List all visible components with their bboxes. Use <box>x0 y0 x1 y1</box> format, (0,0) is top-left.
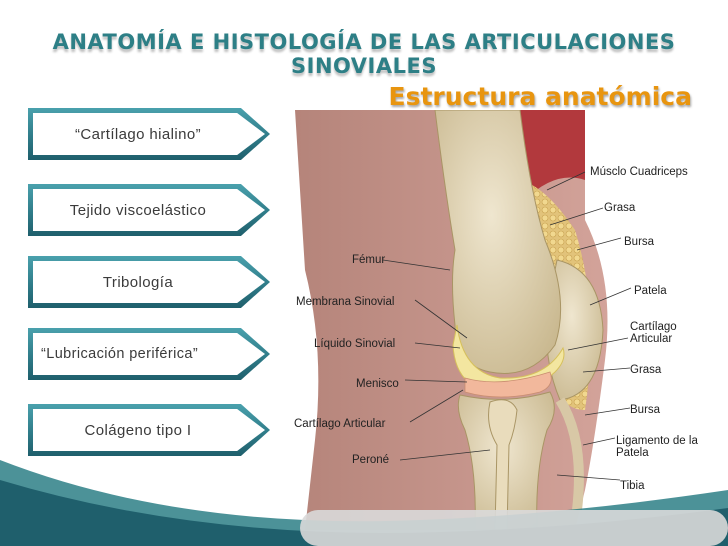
concept-arrow-peripheral-lubrication[interactable]: “Lubricación periférica” <box>28 328 270 380</box>
label-articular-cartilage-right: Cartílago Articular <box>630 321 677 345</box>
label-bursa-upper: Bursa <box>624 236 655 248</box>
label-articular-cartilage-left: Cartílago Articular <box>294 418 386 430</box>
label-synovial-fluid: Líquido Sinovial <box>314 338 396 350</box>
label-femur: Fémur <box>352 254 386 266</box>
concept-label: “Lubricación periférica” <box>33 333 265 375</box>
label-patella: Patela <box>634 285 667 297</box>
meniscus <box>464 371 552 398</box>
concept-label: “Cartílago hialino” <box>33 113 265 155</box>
label-bursa-lower: Bursa <box>630 404 661 416</box>
label-patellar-ligament: Ligamento de la Patela <box>616 435 698 459</box>
concept-arrow-collagen-type-1[interactable]: Colágeno tipo I <box>28 404 270 456</box>
decorative-bottom-swoosh <box>0 460 728 546</box>
femur-bone <box>434 110 562 374</box>
label-tibia: Tibia <box>620 480 645 492</box>
label-meniscus: Menisco <box>356 378 399 390</box>
label-synovial-membrane: Membrana Sinovial <box>296 296 395 308</box>
label-fat-upper: Grasa <box>604 202 636 214</box>
label-fat-lower: Grasa <box>630 364 662 376</box>
fibula-bone <box>488 399 518 530</box>
knee-anatomy-illustration <box>295 110 632 530</box>
label-quadriceps: Músclo Cuadriceps <box>590 166 688 178</box>
concept-arrow-viscoelastic-tissue[interactable]: Tejido viscoelástico <box>28 184 270 236</box>
patellar-ligament <box>555 397 584 511</box>
page-title: Anatomía e histología de las articulacio… <box>52 30 676 78</box>
concept-label: Colágeno tipo I <box>33 409 265 451</box>
concept-arrow-hyaline-cartilage[interactable]: “Cartílago hialino” <box>28 108 270 160</box>
label-fibula: Peroné <box>352 454 390 466</box>
concept-arrow-tribology[interactable]: Tribología <box>28 256 270 308</box>
concept-label: Tribología <box>33 261 265 303</box>
concept-label: Tejido viscoelástico <box>33 189 265 231</box>
section-subtitle: Estructura anatómica <box>388 82 692 111</box>
